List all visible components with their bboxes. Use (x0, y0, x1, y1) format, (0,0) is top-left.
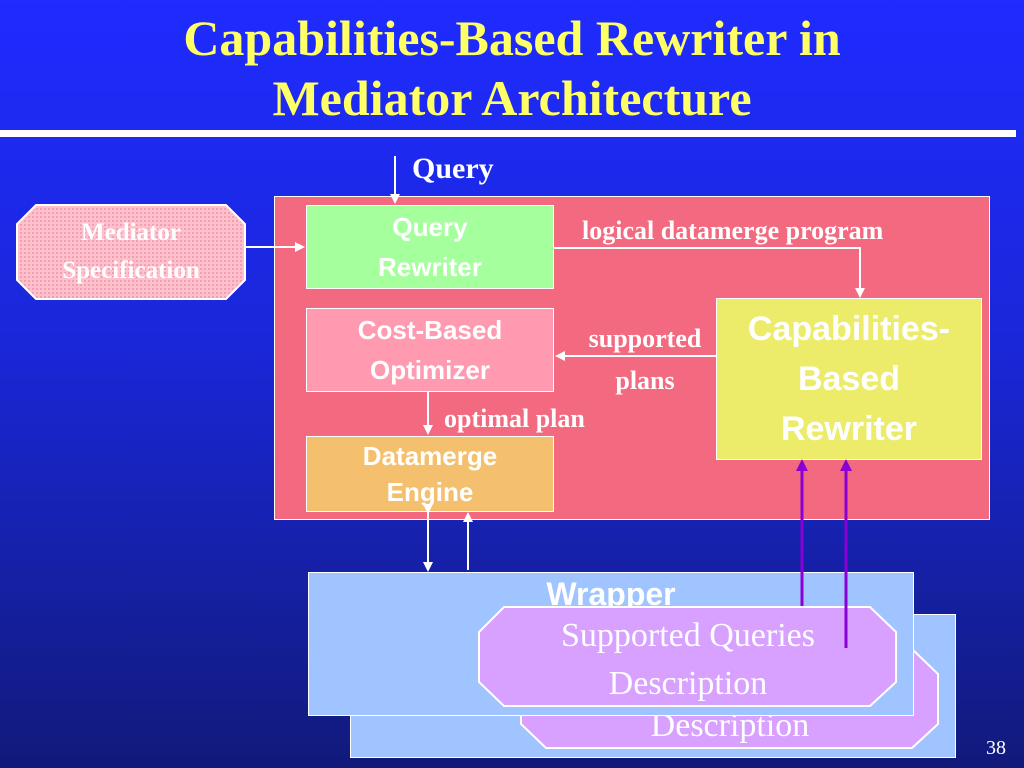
title-line-2: Mediator Architecture (272, 70, 752, 126)
arrow-logical-program (554, 247, 865, 298)
cbr-line-2: Based (797, 360, 901, 398)
description-octagon-front (478, 606, 897, 707)
dme-line-2: Engine (386, 477, 474, 507)
title-line-1: Capabilities-Based Rewriter in (183, 10, 841, 66)
supported-plans-line-1: supported (588, 324, 702, 353)
edge-label-logical-program: logical datamerge program (582, 216, 884, 245)
title-divider (0, 130, 1016, 137)
sqd-line-2: Description (608, 665, 768, 702)
query-rewriter-box: Query Rewriter (306, 205, 554, 289)
query-rewriter-line-2: Rewriter (377, 252, 483, 282)
cost-based-optimizer-box: Cost-Based Optimizer (306, 308, 554, 392)
capabilities-rewriter-box: Capabilities- Based Rewriter (716, 298, 982, 460)
cbo-line-1: Cost-Based (357, 315, 503, 345)
wrapper-title: Wrapper (546, 576, 676, 606)
mediator-spec-shape (16, 204, 246, 300)
mediator-spec: Mediator Specification (16, 212, 246, 292)
slide-title: Capabilities-Based Rewriter in Mediator … (0, 8, 1024, 128)
mediator-spec-line-1: Mediator (81, 219, 181, 246)
cbr-line-1: Capabilities- (747, 310, 951, 348)
mediator-spec-line-2: Specification (62, 257, 200, 284)
cbo-line-2: Optimizer (370, 355, 490, 385)
dme-line-1: Datamerge (362, 441, 498, 471)
supported-queries-description: Supported Queries Description (478, 612, 898, 708)
query-rewriter-line-1: Query (392, 212, 468, 242)
cbr-line-3: Rewriter (780, 410, 918, 448)
query-label: Query (412, 152, 494, 185)
page-number: 38 (986, 737, 1006, 759)
sqd-line-1: Supported Queries (560, 617, 815, 654)
edge-label-supported-plans: supported plans (570, 318, 720, 402)
edge-label-optimal-plan: optimal plan (444, 404, 585, 433)
supported-plans-line-2: plans (615, 366, 675, 395)
